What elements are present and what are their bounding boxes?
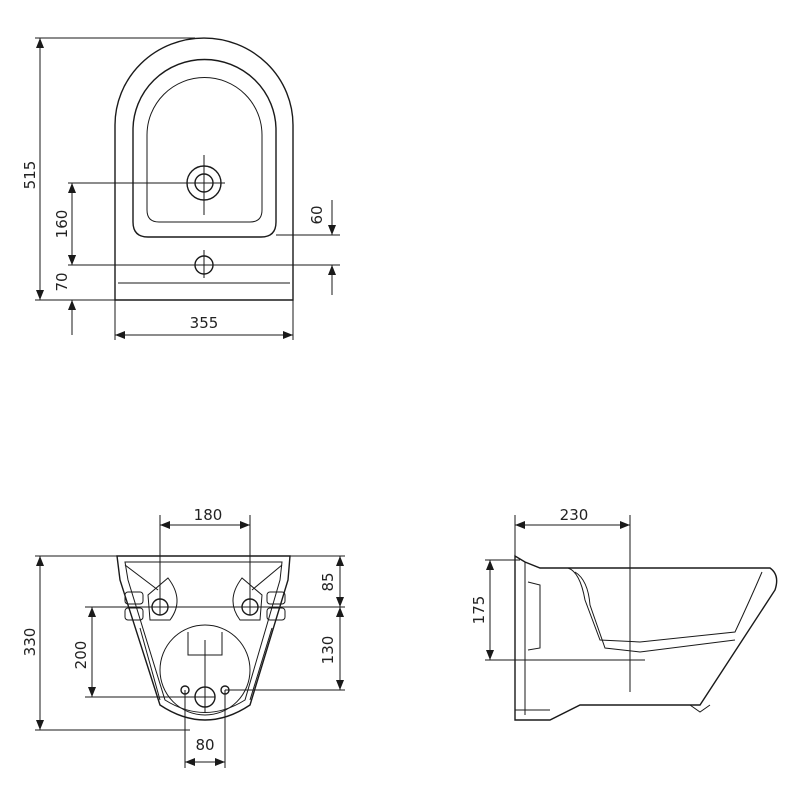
dim-515: 515 xyxy=(21,161,39,190)
dim-330: 330 xyxy=(21,628,39,657)
dim-160: 160 xyxy=(53,210,71,239)
dim-80: 80 xyxy=(195,736,214,754)
rear-view: 180 330 200 85 130 80 xyxy=(21,506,345,768)
bowl-outline xyxy=(132,58,277,238)
dim-60: 60 xyxy=(308,205,326,224)
dim-85: 85 xyxy=(319,572,337,591)
dim-175: 175 xyxy=(470,596,488,625)
dim-130: 130 xyxy=(319,636,337,665)
top-view: 515 160 70 60 355 xyxy=(21,37,340,340)
dim-70: 70 xyxy=(53,272,71,291)
dim-200: 200 xyxy=(72,641,90,670)
top-outline xyxy=(114,37,294,301)
rear-outline xyxy=(116,555,291,721)
dim-180: 180 xyxy=(194,506,223,524)
side-view: 230 175 xyxy=(470,506,778,721)
side-outline xyxy=(514,554,778,721)
dim-230: 230 xyxy=(560,506,589,524)
bowl-inner-outline xyxy=(146,77,263,223)
dim-355: 355 xyxy=(190,314,219,332)
